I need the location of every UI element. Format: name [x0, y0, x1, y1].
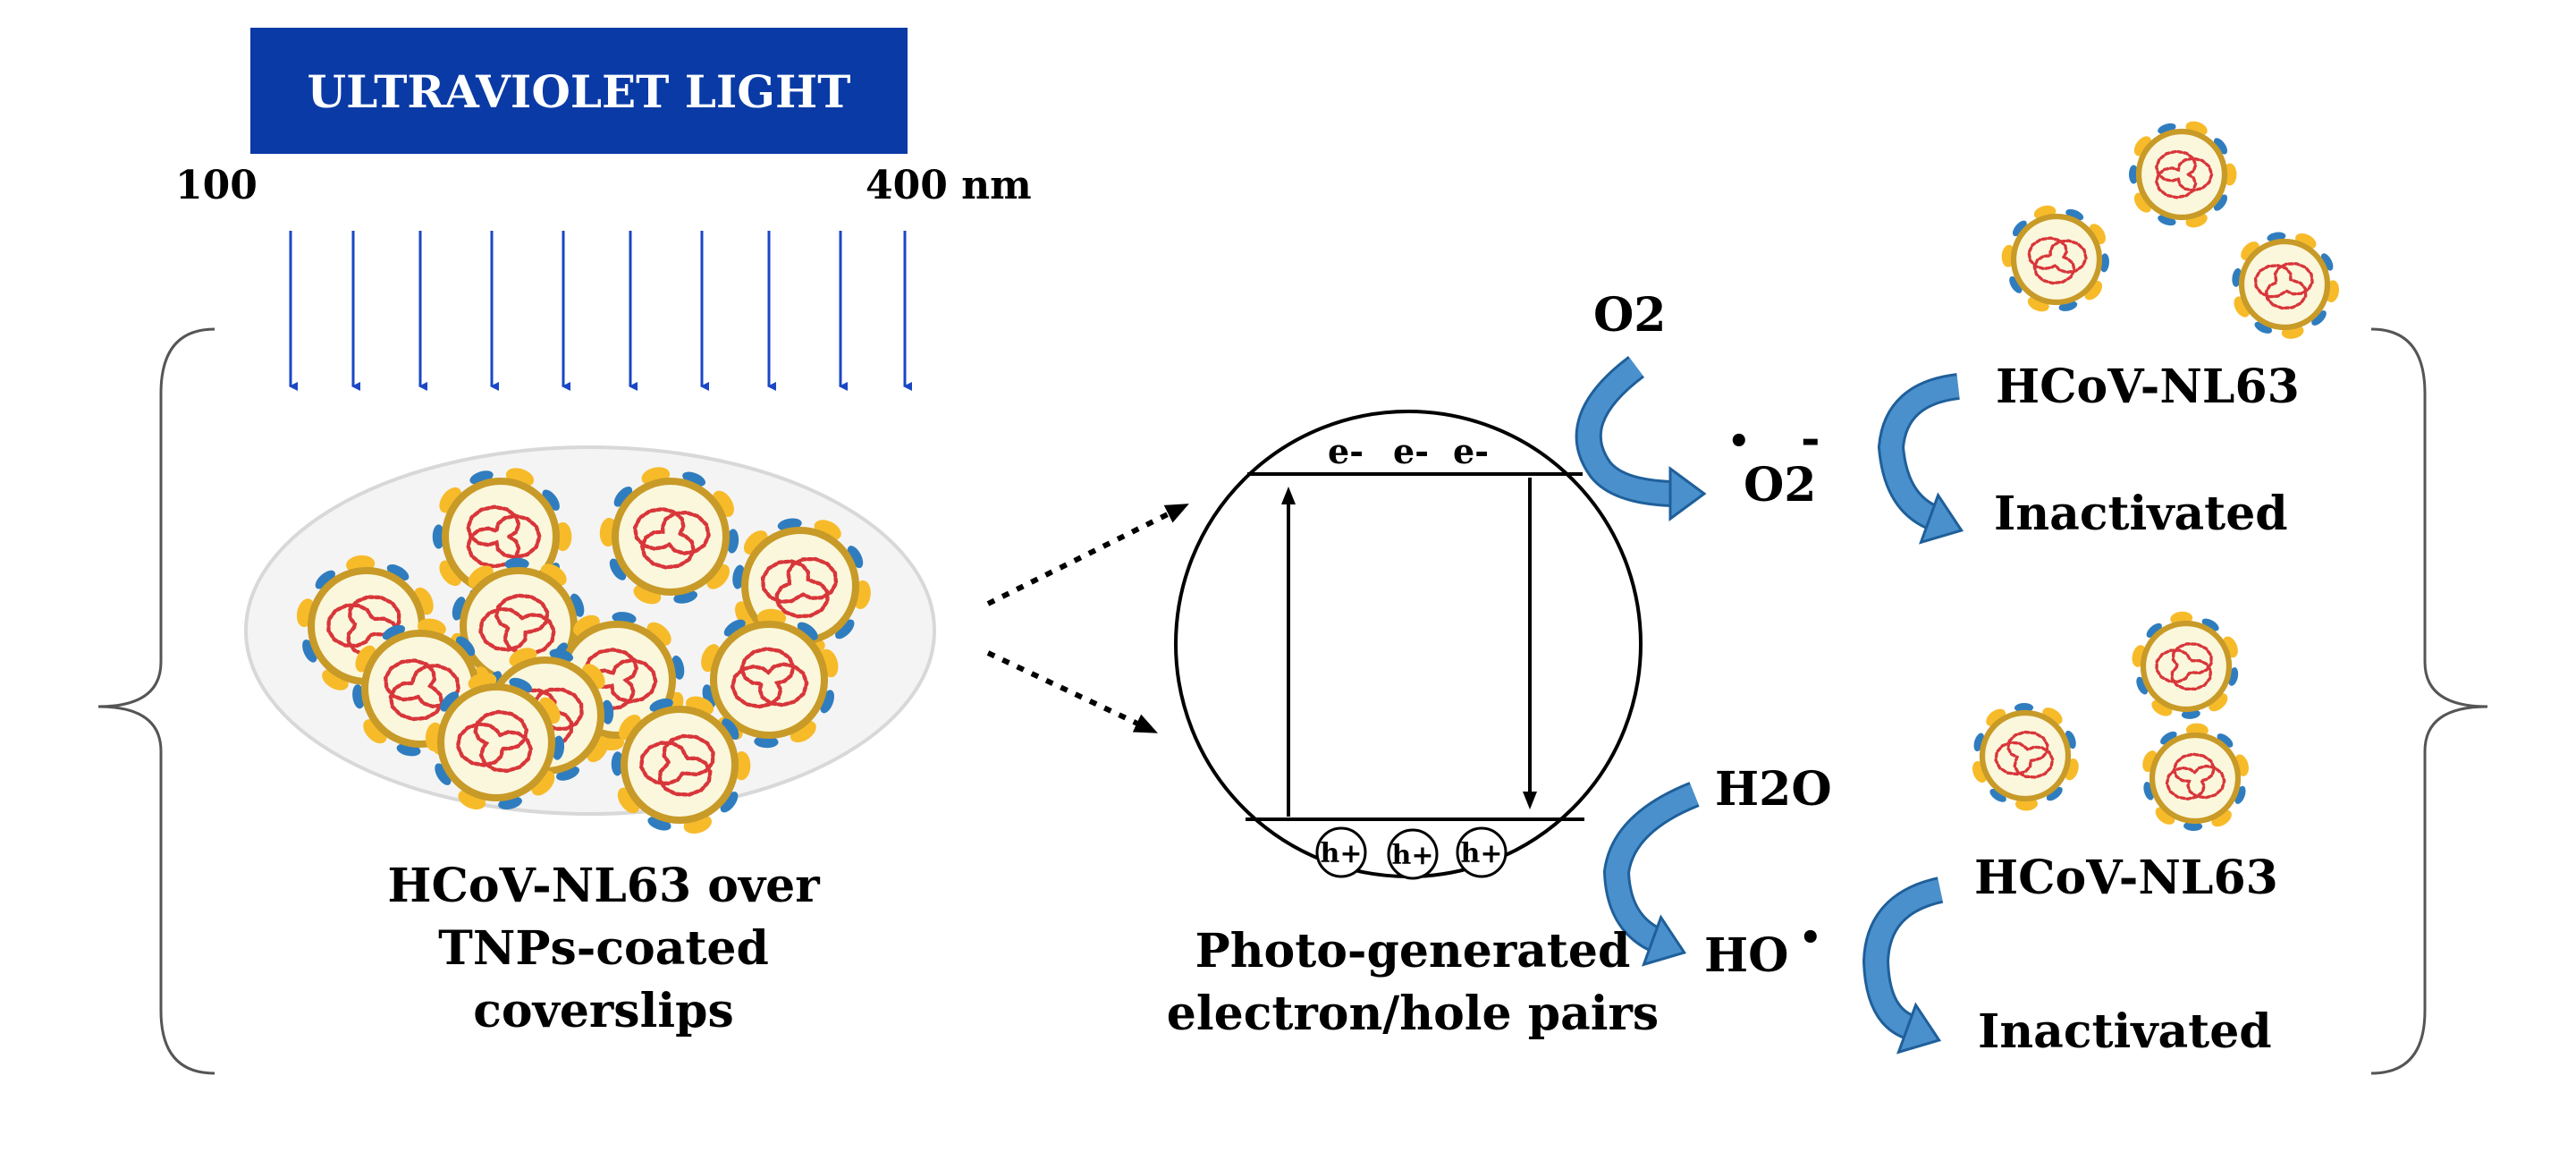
hole-3: h+	[1456, 826, 1508, 878]
lower-virus-4	[1972, 702, 2079, 811]
curved-arrows	[1575, 356, 1964, 1055]
left-caption-line-2: TNPs-coated	[438, 921, 769, 976]
ultraviolet-light-banner: ULTRAVIOLET LIGHT	[250, 28, 908, 154]
dotted-arrow-lower	[986, 650, 1158, 733]
hydroxyl-label: HO	[1704, 928, 1789, 983]
electron-2: e-	[1393, 431, 1429, 471]
virus-name-upper: HCoV-NL63	[1996, 360, 2300, 414]
electron-3: e-	[1453, 431, 1489, 471]
electron-1: e-	[1328, 431, 1364, 471]
hole-2-label: h+	[1392, 840, 1434, 871]
dotted-arrow-upper	[986, 504, 1189, 606]
curved-arrow-oxygen	[1577, 358, 1673, 504]
upper-virus-0	[2128, 121, 2237, 228]
lower-virus-5	[2142, 723, 2249, 832]
virus-groups	[1972, 121, 2340, 832]
uv-arrows	[289, 231, 912, 391]
wavelength-end-label: 400 nm	[866, 163, 1032, 208]
band-caption-line-1: Photo-generated	[1195, 924, 1631, 978]
curved-arrow-upper-inactivation-head	[1918, 492, 1964, 545]
inactivated-upper: Inactivated	[1994, 487, 2288, 541]
lower-virus-3	[2132, 611, 2239, 719]
left-caption-line-1: HCoV-NL63 over	[387, 859, 820, 913]
left-caption-line-3: coverslips	[473, 984, 734, 1038]
right-brace	[2370, 327, 2488, 1075]
superoxide-label: O2	[1744, 458, 1817, 512]
virus-name-lower: HCoV-NL63	[1974, 851, 2278, 905]
cluster-virus-9	[611, 696, 751, 834]
superoxide-dot: •	[1727, 420, 1751, 462]
cluster-virus-1	[599, 467, 739, 605]
curved-arrow-upper-inactivation	[1879, 376, 1960, 527]
ultraviolet-light-label: ULTRAVIOLET LIGHT	[307, 65, 851, 118]
cluster-virus-5	[701, 608, 839, 749]
upper-virus-1	[2001, 205, 2109, 312]
oxygen-label: O2	[1593, 288, 1667, 343]
left-brace	[97, 327, 215, 1075]
band-caption-line-2: electron/hole pairs	[1166, 987, 1660, 1041]
curved-arrow-lower-inactivation-head	[1896, 1002, 1942, 1055]
curved-arrow-lower-inactivation	[1864, 879, 1943, 1038]
hole-1: h+	[1315, 826, 1367, 878]
hydroxyl-dot: •	[1799, 917, 1822, 959]
particle-circle	[1174, 410, 1643, 878]
hole-2: h+	[1387, 828, 1439, 880]
hole-1-label: h+	[1321, 838, 1363, 869]
curved-arrow-water	[1605, 784, 1699, 949]
cluster-virus-10	[425, 673, 565, 809]
superoxide-charge: -	[1801, 411, 1820, 466]
inactivated-lower: Inactivated	[1978, 1004, 2272, 1059]
upper-virus-2	[2232, 232, 2340, 339]
hole-3-label: h+	[1461, 838, 1503, 869]
virus-cluster	[296, 467, 871, 834]
wavelength-start-label: 100	[175, 163, 258, 208]
curved-arrow-oxygen-head	[1668, 466, 1707, 521]
water-label: H2O	[1715, 762, 1832, 817]
curved-arrow-water-head	[1641, 914, 1687, 967]
